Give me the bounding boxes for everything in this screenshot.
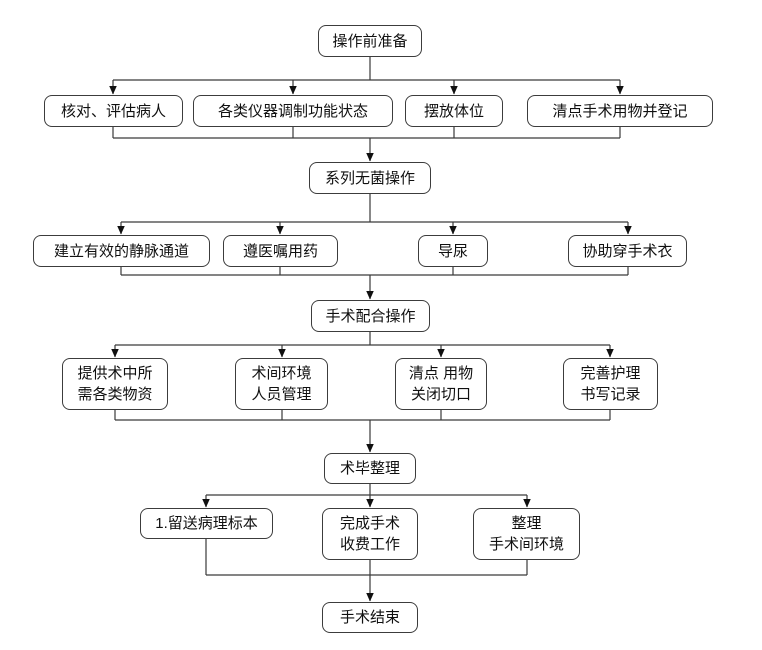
node-patient-positioning: 摆放体位 — [405, 95, 503, 127]
node-instrument-function-status: 各类仪器调制功能状态 — [193, 95, 393, 127]
node-complete-nursing-records: 完善护理 书写记录 — [563, 358, 658, 410]
node-surgery-end: 手术结束 — [322, 602, 418, 633]
node-medication-per-order: 遵医嘱用药 — [223, 235, 338, 267]
node-assist-gowning: 协助穿手术衣 — [568, 235, 687, 267]
node-provide-intraop-supplies: 提供术中所 需各类物资 — [62, 358, 168, 410]
node-count-register-surgical-items: 清点手术用物并登记 — [527, 95, 713, 127]
node-send-pathology-specimen: 1.留送病理标本 — [140, 508, 273, 539]
node-verify-assess-patient: 核对、评估病人 — [44, 95, 183, 127]
node-or-environment-staff-management: 术间环境 人员管理 — [235, 358, 328, 410]
node-post-op-tidying: 术毕整理 — [324, 453, 416, 484]
node-establish-iv-access: 建立有效的静脉通道 — [33, 235, 210, 267]
node-pre-op-preparation: 操作前准备 — [318, 25, 422, 57]
node-count-items-close-incision: 清点 用物 关闭切口 — [395, 358, 487, 410]
node-complete-billing: 完成手术 收费工作 — [322, 508, 418, 560]
node-tidy-or-environment: 整理 手术间环境 — [473, 508, 580, 560]
node-aseptic-operations: 系列无菌操作 — [309, 162, 431, 194]
node-catheterization: 导尿 — [418, 235, 488, 267]
node-surgery-cooperation: 手术配合操作 — [311, 300, 430, 332]
